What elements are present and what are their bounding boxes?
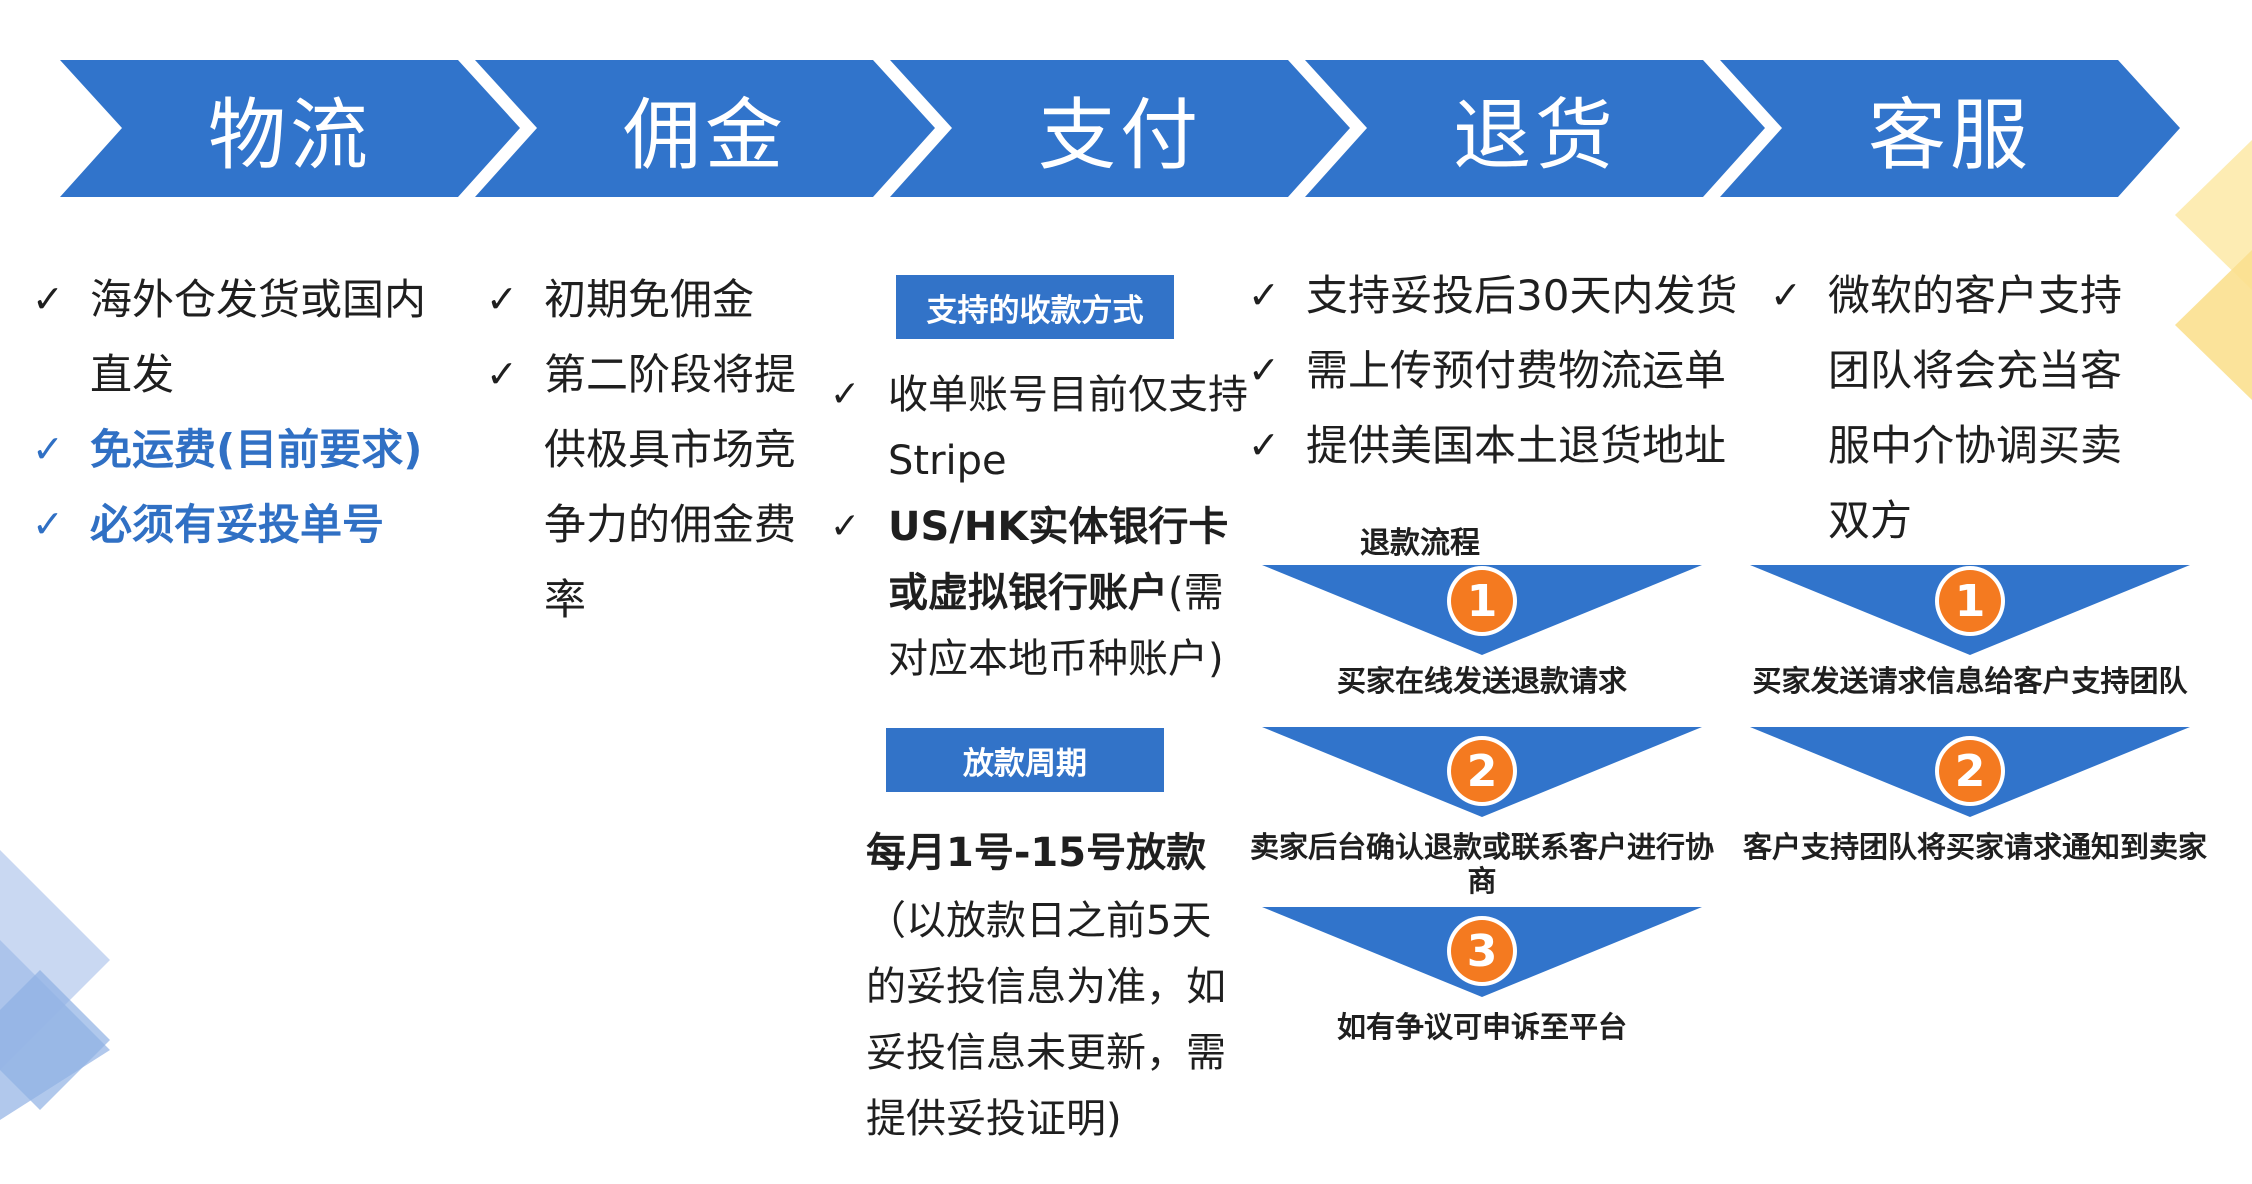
list-item-text: 收单账号目前仅支持 — [888, 372, 1248, 418]
stage-label: 物流 — [207, 90, 372, 181]
stage-chevron-service: 客服 — [1720, 60, 2180, 197]
list-item-text: 提供美国本土退货地址 — [1306, 421, 1727, 470]
list-item-text: 支持妥投后30天内发货 — [1306, 271, 1738, 320]
service-list: ✓ 微软的客户支持 团队将会充当客 服中介协调买卖 双方 — [1770, 258, 2230, 558]
check-icon: ✓ — [830, 374, 861, 415]
chevron-shape — [1305, 60, 1765, 197]
stage-label: 客服 — [1867, 90, 2032, 181]
list-item-text: 第二阶段将提 — [544, 350, 797, 399]
list-item-text: 团队将会充当客 — [1828, 346, 2123, 395]
stage-label: 支付 — [1037, 90, 1202, 181]
list-item: ✓ 微软的客户支持 团队将会充当客 服中介协调买卖 双方 — [1770, 258, 2230, 558]
step-text-line: 卖家后台确认退款或联系客户进行协 — [1249, 830, 1714, 864]
check-icon: ✓ — [486, 352, 518, 396]
check-icon: ✓ — [1770, 273, 1802, 317]
list-item: ✓ 必须有妥投单号 — [32, 487, 452, 562]
list-item-text: 供极具市场竞 — [544, 425, 797, 474]
list-item: ✓ 支持妥投后30天内发货 — [1248, 258, 1748, 333]
payment-methods-tag: 支持的收款方式 — [896, 275, 1174, 339]
list-item: ✓ 初期免佣金 — [486, 262, 826, 337]
list-item-text: US/HK实体银行卡 — [888, 504, 1229, 550]
chevron-shape — [1720, 60, 2180, 197]
list-item-text: 或虚拟银行账户(需 — [888, 560, 1250, 626]
step-number-badge: 1 — [1451, 570, 1513, 632]
stage-chevron-payment: 支付 — [890, 60, 1350, 197]
list-item: ✓ 收单账号目前仅支持 Stripe — [830, 362, 1250, 494]
step-number-badge: 2 — [1451, 740, 1513, 802]
note-line: 的妥投信息为准，如 — [866, 964, 1226, 1010]
list-item: ✓ 海外仓发货或国内 直发 — [32, 262, 452, 412]
step-text: 卖家后台确认退款或联系客户进行协 商 — [1240, 830, 1724, 898]
list-item-text: 海外仓发货或国内 — [90, 275, 427, 324]
check-icon: ✓ — [32, 502, 64, 546]
step-number-badge: 1 — [1939, 570, 2001, 632]
list-item-text: 服中介协调买卖 — [1828, 421, 2123, 470]
check-icon: ✓ — [32, 427, 64, 471]
list-item-text: 对应本地币种账户) — [888, 636, 1224, 682]
check-icon: ✓ — [1248, 348, 1280, 392]
check-icon: ✓ — [486, 277, 518, 321]
stage-label: 退货 — [1452, 90, 1617, 181]
list-item-text: 双方 — [1828, 496, 1913, 545]
check-icon: ✓ — [1248, 273, 1280, 317]
step-number-badge: 3 — [1451, 920, 1513, 982]
list-item-text: 必须有妥投单号 — [90, 500, 385, 549]
list-item: ✓ 提供美国本土退货地址 — [1248, 408, 1748, 483]
note-line: 妥投信息未更新，需 — [866, 1030, 1226, 1076]
list-item-text: 初期免佣金 — [544, 275, 755, 324]
list-item: ✓ 免运费(目前要求) — [32, 412, 452, 487]
chevron-shape — [475, 60, 935, 197]
list-item: ✓ US/HK实体银行卡 或虚拟银行账户(需 对应本地币种账户) — [830, 494, 1250, 692]
deco-diamond-blue-2 — [0, 940, 110, 1120]
step-text: 客户支持团队将买家请求通知到卖家 — [1742, 830, 2207, 864]
list-item-text: 率 — [544, 575, 587, 624]
payout-cycle-main: 每月1号-15号放款 — [866, 830, 1207, 876]
stage-chevron-logistics: 物流 — [60, 60, 520, 197]
step-text-line: 商 — [1467, 864, 1497, 898]
commission-list: ✓ 初期免佣金 ✓ 第二阶段将提 供极具市场竞 争力的佣金费 率 — [486, 262, 826, 637]
note-line: （以放款日之前5天 — [866, 898, 1212, 944]
deco-diamond-blue-1 — [0, 850, 110, 1070]
returns-list: ✓ 支持妥投后30天内发货 ✓ 需上传预付费物流运单 ✓ 提供美国本土退货地址 — [1248, 258, 1748, 483]
payout-cycle-note: （以放款日之前5天 的妥投信息为准，如 妥投信息未更新，需 提供妥投证明) — [866, 888, 1246, 1152]
chevron-shape — [60, 60, 520, 197]
payout-cycle-tag: 放款周期 — [886, 728, 1164, 792]
list-item-text: 微软的客户支持 — [1828, 271, 2123, 320]
list-item: ✓ 需上传预付费物流运单 — [1248, 333, 1748, 408]
step-text: 买家在线发送退款请求 — [1336, 664, 1627, 698]
list-item-text: 免运费(目前要求) — [90, 425, 423, 474]
list-item-text: Stripe — [888, 438, 1007, 484]
step-number-badge: 2 — [1939, 740, 2001, 802]
stage-chevron-returns: 退货 — [1305, 60, 1765, 197]
list-item-text-rest: (需 — [1168, 570, 1224, 616]
chevron-shape — [890, 60, 1350, 197]
list-item-text: 直发 — [90, 350, 175, 399]
list-item-text: 争力的佣金费 — [544, 500, 797, 549]
note-line: 提供妥投证明) — [866, 1096, 1122, 1142]
list-item: ✓ 第二阶段将提 供极具市场竞 争力的佣金费 率 — [486, 337, 826, 637]
check-icon: ✓ — [830, 506, 861, 547]
stage-label: 佣金 — [622, 90, 787, 181]
payment-methods-list: ✓ 收单账号目前仅支持 Stripe ✓ US/HK实体银行卡 或虚拟银行账户(… — [830, 362, 1250, 692]
check-icon: ✓ — [32, 277, 64, 321]
list-item-text-bold: 或虚拟银行账户 — [888, 570, 1168, 616]
deco-diamond-blue-3 — [0, 970, 110, 1110]
logistics-list: ✓ 海外仓发货或国内 直发 ✓ 免运费(目前要求) ✓ 必须有妥投单号 — [32, 262, 452, 562]
list-item-text: 需上传预付费物流运单 — [1306, 346, 1727, 395]
step-text: 如有争议可申诉至平台 — [1336, 1010, 1627, 1044]
stage-chevron-commission: 佣金 — [475, 60, 935, 197]
check-icon: ✓ — [1248, 423, 1280, 467]
step-text: 买家发送请求信息给客户支持团队 — [1752, 664, 2188, 698]
refund-flow-title: 退款流程 — [1360, 526, 1480, 561]
